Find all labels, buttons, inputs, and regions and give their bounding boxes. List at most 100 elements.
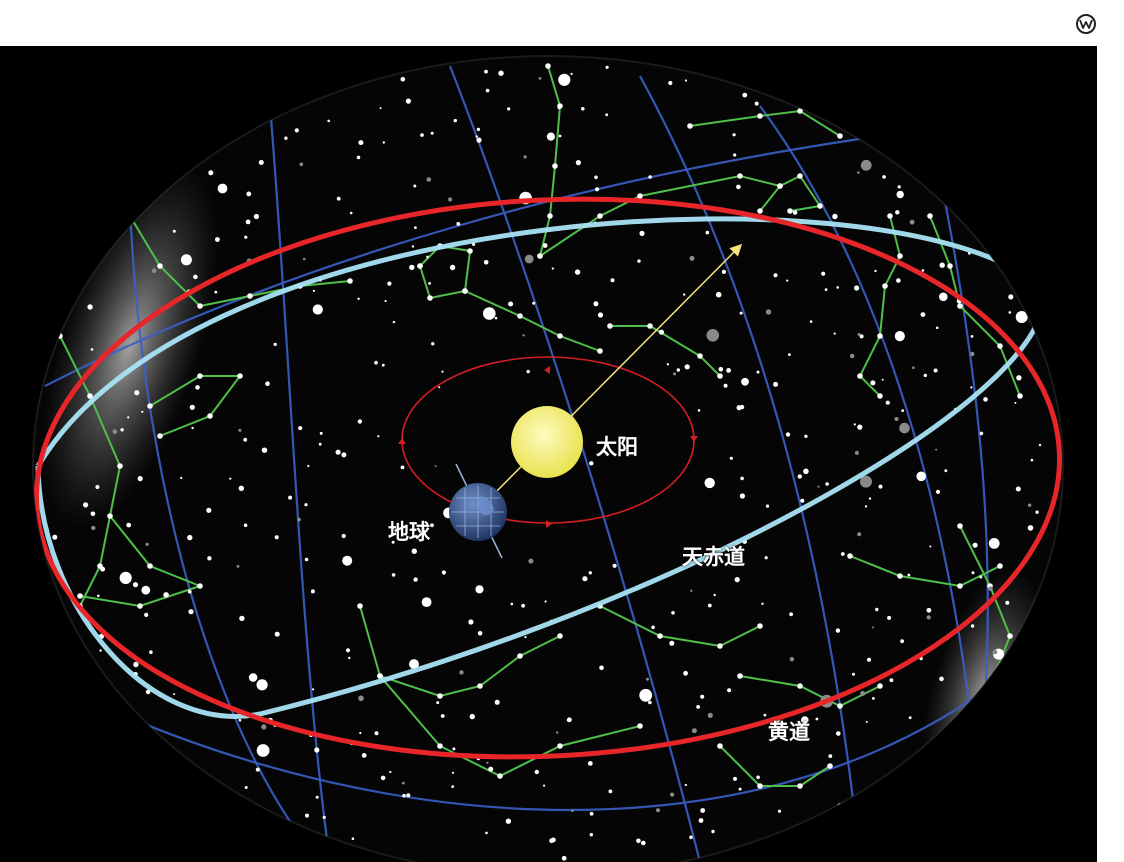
star [243, 437, 248, 442]
star [191, 426, 194, 430]
star [684, 364, 690, 370]
star [894, 331, 905, 342]
star [244, 235, 248, 239]
star [594, 175, 598, 180]
star [736, 405, 742, 411]
star [756, 775, 760, 780]
meridian-line [44, 134, 881, 387]
star [297, 517, 301, 522]
ecliptic-line [33, 196, 1063, 760]
star [740, 476, 744, 481]
star [817, 485, 820, 488]
star [322, 815, 326, 820]
star [141, 585, 151, 595]
star [151, 268, 157, 273]
star [666, 363, 669, 366]
star [361, 753, 367, 758]
constellation-line [599, 605, 761, 648]
star [797, 108, 803, 114]
star [274, 631, 280, 637]
star [253, 213, 259, 220]
star [589, 811, 594, 816]
star [717, 373, 723, 379]
star [972, 542, 978, 548]
star [127, 213, 133, 219]
star [430, 131, 434, 135]
star [887, 213, 893, 219]
star [193, 274, 198, 280]
star [882, 175, 886, 179]
star [589, 461, 594, 466]
star [409, 659, 419, 670]
star [571, 809, 574, 812]
star [947, 263, 953, 269]
star [238, 428, 242, 432]
star [639, 688, 653, 702]
star [656, 808, 660, 813]
star [477, 631, 483, 636]
star [90, 348, 94, 351]
star [377, 673, 383, 679]
star [557, 743, 563, 749]
star [523, 155, 527, 159]
star [889, 678, 894, 683]
star [957, 523, 963, 529]
star [485, 831, 488, 835]
star [909, 219, 915, 225]
star [997, 563, 1003, 569]
star [857, 171, 860, 174]
star [697, 409, 701, 412]
star [837, 703, 843, 709]
star [589, 833, 593, 837]
star [524, 254, 534, 264]
star [551, 267, 554, 270]
star [738, 787, 742, 791]
star [197, 583, 203, 589]
star [651, 625, 655, 630]
star [1027, 525, 1034, 531]
star [318, 442, 322, 446]
star [141, 410, 144, 413]
star [522, 334, 525, 337]
star [690, 589, 693, 592]
star [860, 475, 872, 488]
star [1035, 510, 1039, 514]
star [983, 397, 988, 402]
star [561, 855, 567, 861]
star [440, 714, 445, 718]
star [557, 106, 561, 110]
star [773, 273, 778, 278]
star [836, 731, 841, 736]
star [789, 657, 795, 662]
star [894, 417, 899, 421]
star [558, 134, 562, 138]
star [957, 303, 963, 309]
star [757, 208, 763, 214]
star [979, 431, 984, 436]
star [312, 289, 315, 292]
star [809, 320, 813, 323]
star [497, 773, 503, 779]
star [528, 558, 534, 564]
star [718, 366, 724, 372]
constellation-line [739, 675, 881, 708]
star [315, 795, 319, 799]
star [347, 278, 353, 284]
star [787, 208, 793, 214]
star [87, 304, 93, 310]
star [697, 353, 703, 359]
star [881, 378, 884, 381]
star [494, 699, 500, 705]
star [187, 534, 193, 541]
star [557, 633, 563, 639]
star [595, 187, 600, 192]
star [877, 333, 883, 339]
star [637, 723, 643, 729]
star [438, 386, 441, 389]
star [507, 107, 511, 111]
star [874, 269, 877, 273]
star [448, 197, 453, 202]
star [1015, 486, 1021, 492]
star [558, 73, 571, 86]
star [77, 593, 83, 599]
